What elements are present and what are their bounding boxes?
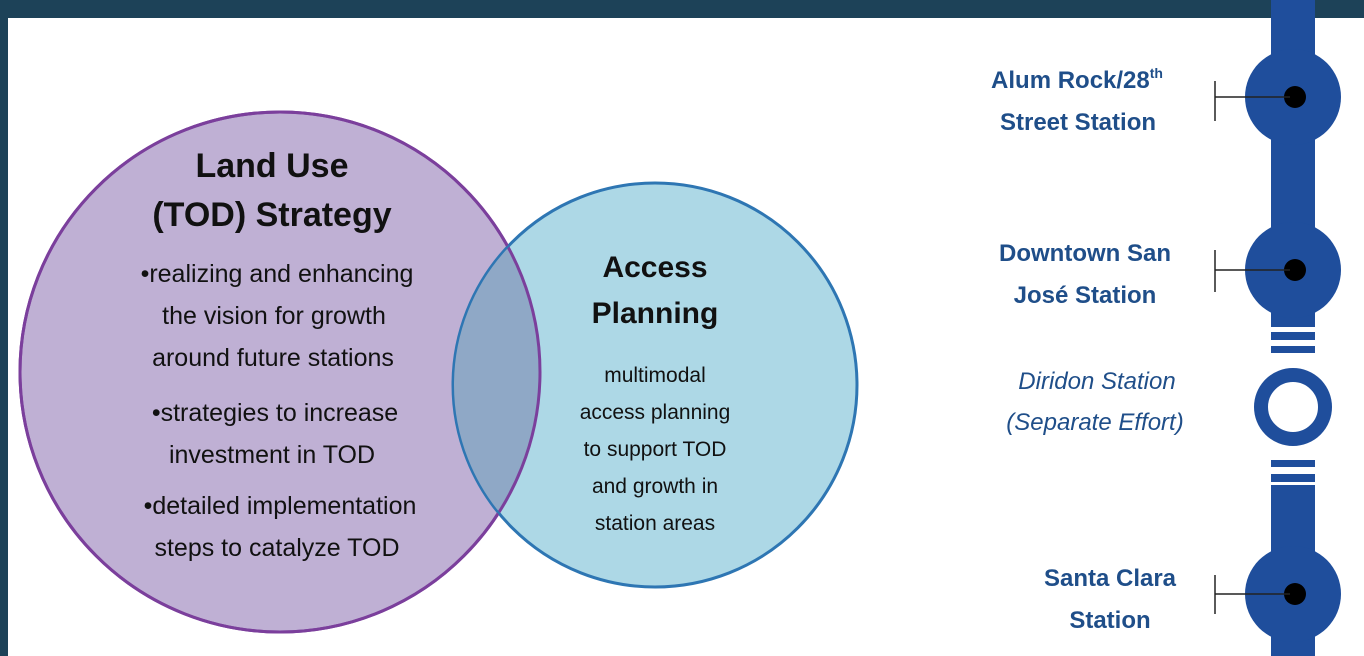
diridon-stripe-2 bbox=[1271, 346, 1315, 353]
station-label-diridon-line-1: Diridon Station bbox=[1018, 368, 1175, 395]
land-use-bullet-3-line-1: •detailed implementation bbox=[144, 492, 417, 520]
station-label-downtown-line-2: José Station bbox=[1014, 282, 1157, 309]
land-use-bullet-2-line-1: •strategies to increase bbox=[152, 399, 398, 427]
access-body-line-5: station areas bbox=[595, 512, 715, 535]
diridon-stripe-3 bbox=[1271, 460, 1315, 467]
land-use-bullet-1-line-3: around future stations bbox=[152, 344, 394, 372]
station-label-alum-rock-line-1: Alum Rock/28th bbox=[991, 65, 1163, 94]
diridon-stripe-4 bbox=[1271, 474, 1315, 482]
station-label-santa-clara-line-2: Station bbox=[1069, 607, 1150, 634]
diridon-gap bbox=[1266, 327, 1320, 485]
station-label-downtown-line-1: Downtown San bbox=[999, 240, 1171, 267]
station-label-diridon-line-2: (Separate Effort) bbox=[1006, 409, 1183, 436]
access-body-line-4: and growth in bbox=[592, 475, 718, 498]
station-label-santa-clara-line-1: Santa Clara bbox=[1044, 565, 1177, 592]
diridon-stripe-1 bbox=[1271, 332, 1315, 340]
station-label-alum-rock-line-2: Street Station bbox=[1000, 109, 1156, 136]
access-body-line-3: to support TOD bbox=[584, 438, 727, 461]
access-planning-circle-outline bbox=[452, 182, 858, 588]
land-use-title-line-2: (TOD) Strategy bbox=[152, 196, 391, 234]
leader-line-icon bbox=[1214, 81, 1290, 614]
diridon-ring-icon bbox=[1254, 368, 1332, 446]
access-title-line-2: Planning bbox=[592, 297, 719, 330]
land-use-bullet-1-line-1: •realizing and enhancing bbox=[141, 260, 414, 288]
station-dot-icon bbox=[1284, 583, 1306, 605]
station-label-alum-rock-sup: th bbox=[1150, 65, 1163, 81]
station-dot-icon bbox=[1284, 86, 1306, 108]
land-use-bullet-1-line-2: the vision for growth bbox=[162, 302, 386, 330]
access-body-line-2: access planning bbox=[580, 401, 731, 424]
station-dot-icon bbox=[1284, 259, 1306, 281]
station-label-alum-rock-main: Alum Rock/28 bbox=[991, 67, 1150, 94]
land-use-bullet-2-line-2: investment in TOD bbox=[169, 441, 375, 469]
land-use-title-line-1: Land Use bbox=[195, 147, 348, 185]
land-use-bullet-3-line-2: steps to catalyze TOD bbox=[154, 534, 399, 562]
access-title-line-1: Access bbox=[602, 251, 707, 284]
land-use-circle-outline bbox=[18, 110, 542, 634]
access-body-line-1: multimodal bbox=[604, 364, 706, 387]
